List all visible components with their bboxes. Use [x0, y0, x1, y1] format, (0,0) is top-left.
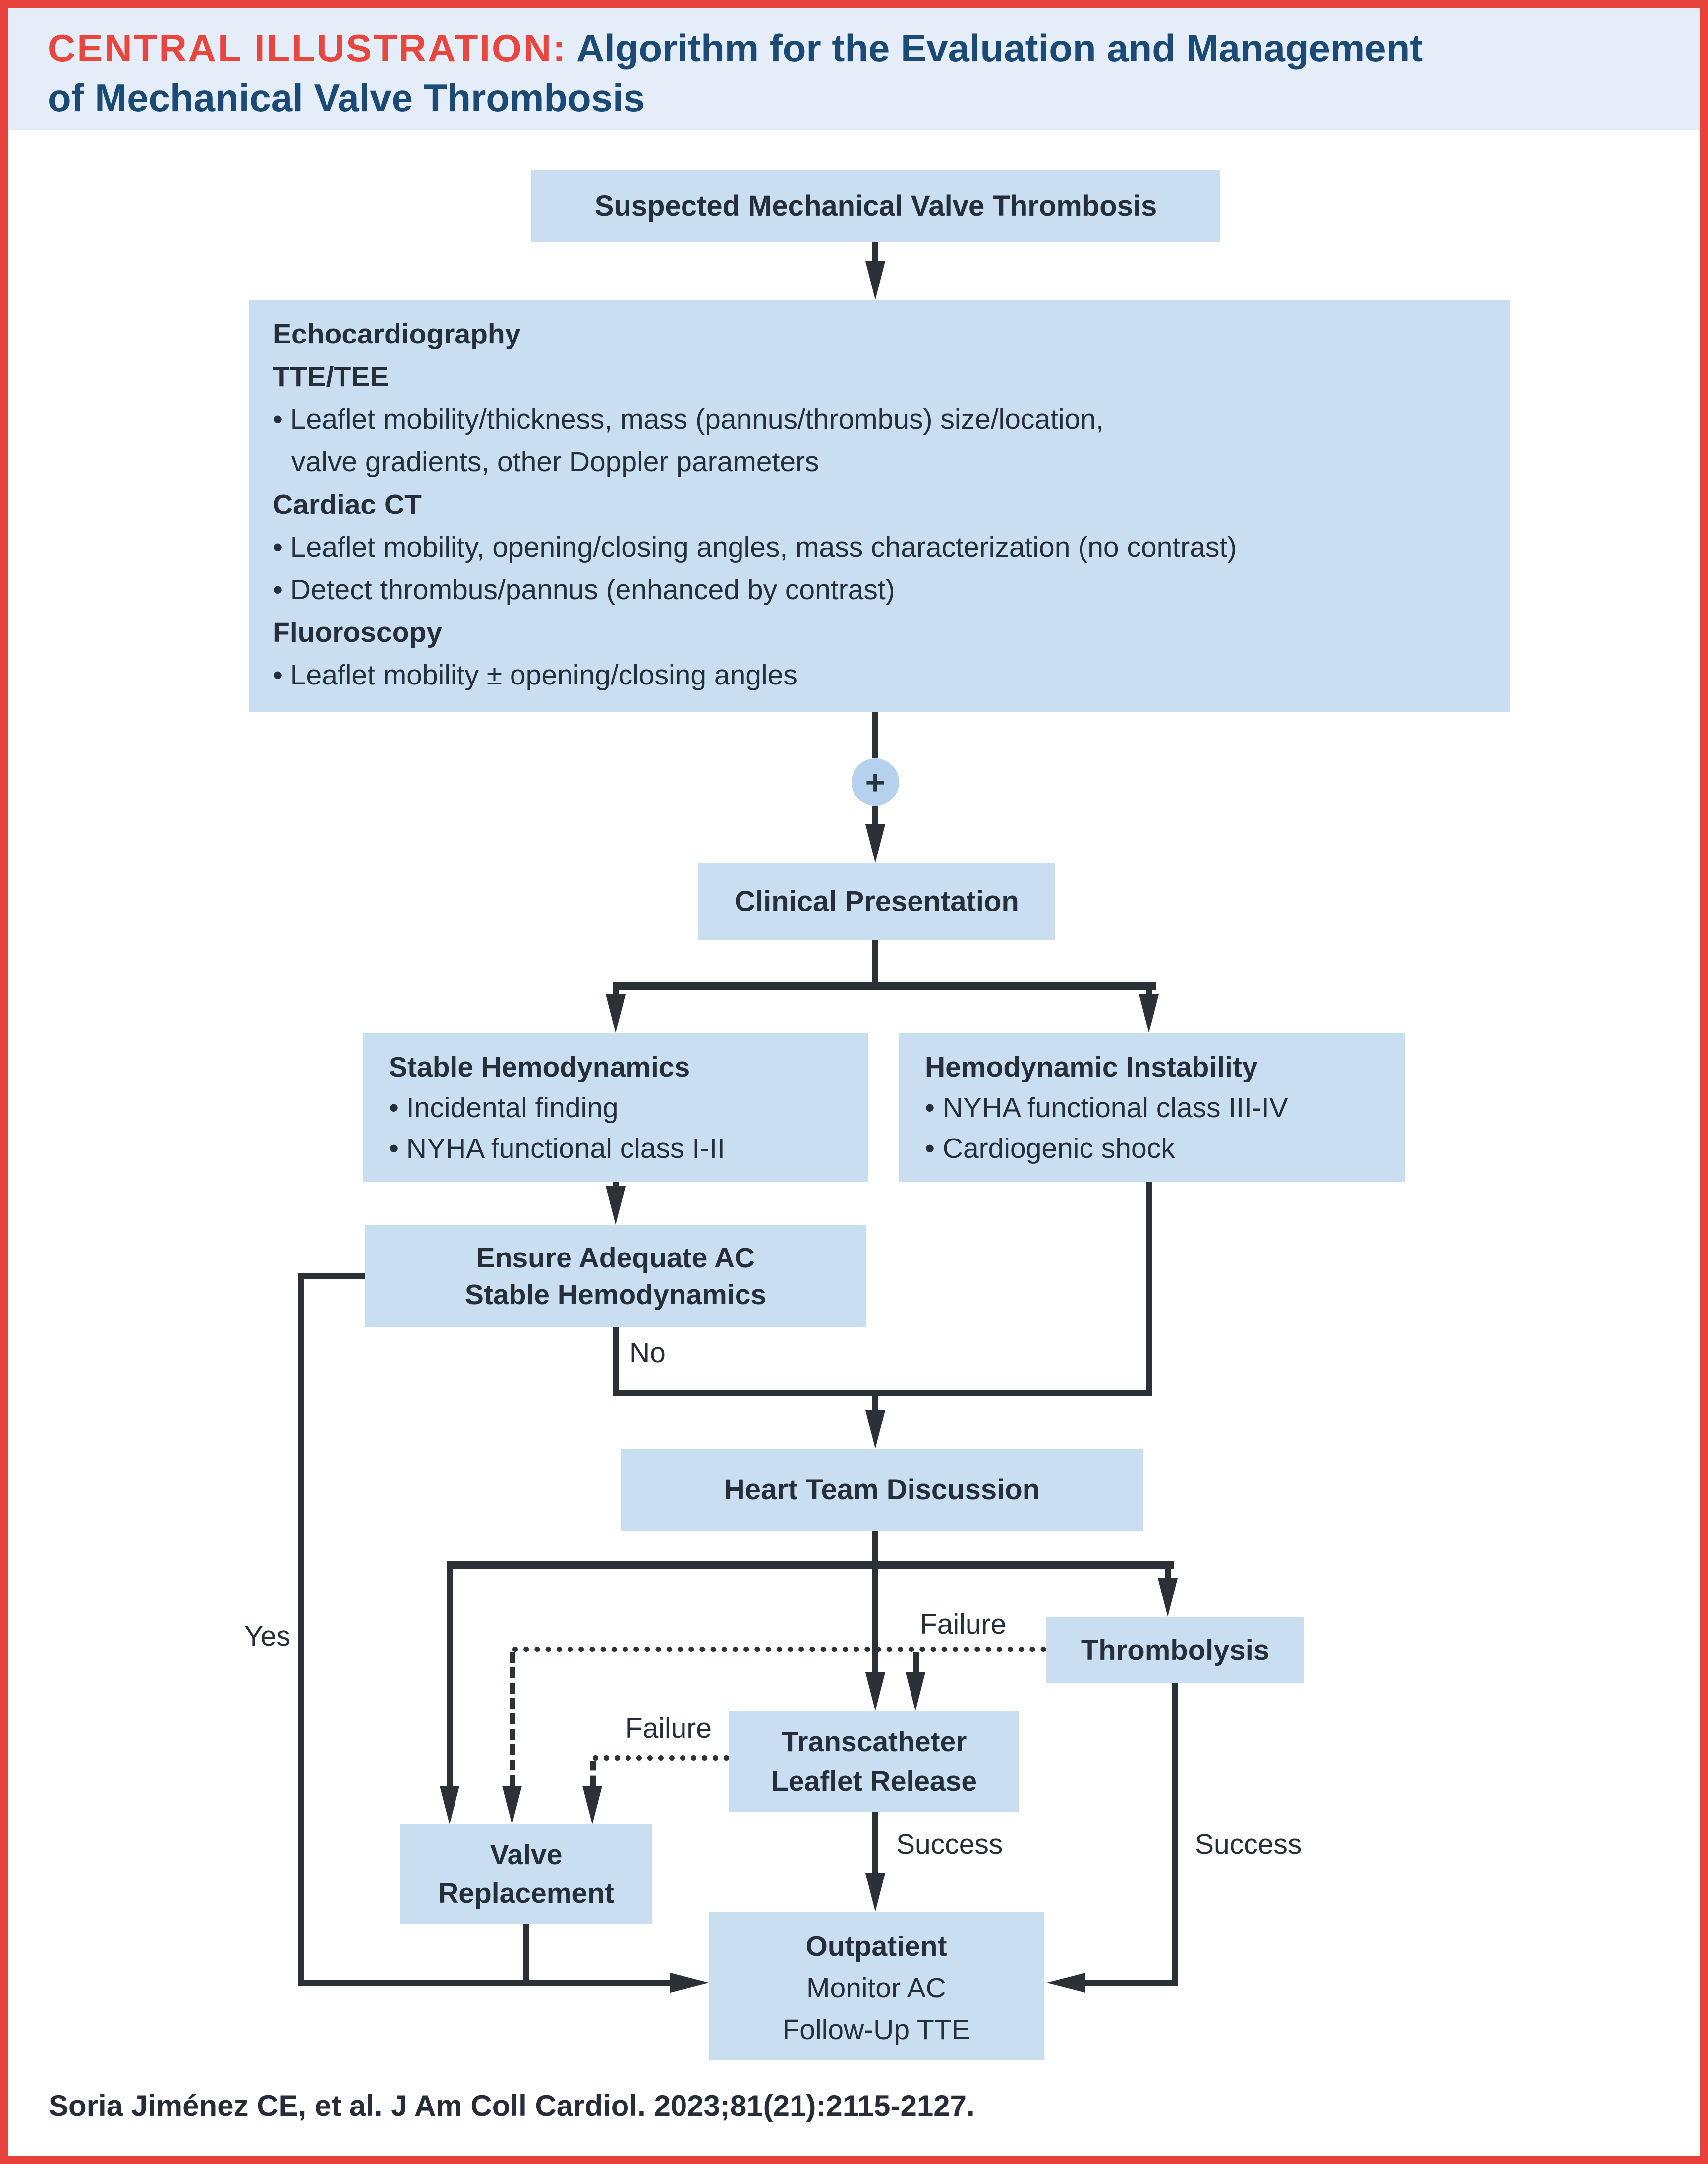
- edge-evaluation-to-plus: [872, 712, 878, 758]
- arrowhead-right-icon: [670, 1973, 709, 1993]
- instability-bullet1: • NYHA functional class III-IV: [925, 1092, 1288, 1124]
- evaluation-bullet-ct-mobility: • Leaflet mobility, opening/closing angl…: [273, 531, 1237, 563]
- citation: Soria Jiménez CE, et al. J Am Coll Cardi…: [49, 2089, 975, 2122]
- arrowhead-down-icon: [606, 1186, 626, 1225]
- edge-split-to-transcatheter: [872, 1569, 878, 1672]
- arrowhead-down-icon: [606, 994, 626, 1033]
- node-clinical-presentation: Clinical Presentation: [698, 863, 1055, 940]
- outpatient-line3: Follow-Up TTE: [782, 2014, 970, 2046]
- edge-ensure-yes-out: [301, 1273, 365, 1279]
- edge-clinical-stem: [872, 940, 878, 989]
- edge-clinical-split: [613, 982, 1156, 990]
- edge-split-to-thrombolysis: [1165, 1569, 1171, 1578]
- edge-label-failure-transcatheter: Failure: [625, 1712, 712, 1744]
- evaluation-bullet-fluoro-mobility: • Leaflet mobility ± opening/closing ang…: [273, 659, 797, 691]
- evaluation-heading-tte-tee: TTE/TEE: [273, 361, 389, 393]
- outpatient-line1: Outpatient: [805, 1931, 947, 1962]
- node-transcatheter-leaflet-release: Transcatheter Leaflet Release: [729, 1711, 1019, 1812]
- valve-replacement-line1: Valve: [490, 1839, 563, 1871]
- edge-transcatheter-failure-dotted: [593, 1755, 729, 1761]
- arrowhead-down-icon: [865, 261, 885, 300]
- edge-failure-to-valve-dashed-short: [590, 1761, 596, 1786]
- stable-bullet2: • NYHA functional class I-II: [389, 1133, 725, 1164]
- arrowhead-left-icon: [1047, 1973, 1085, 1993]
- evaluation-heading-fluoroscopy: Fluoroscopy: [273, 617, 443, 648]
- edge-instability-down: [1146, 1182, 1152, 1393]
- node-suspected-valve-thrombosis: Suspected Mechanical Valve Thrombosis: [531, 170, 1220, 242]
- evaluation-heading-cardiac-ct: Cardiac CT: [273, 489, 422, 520]
- node-valve-replacement: Valve Replacement: [400, 1824, 652, 1924]
- node-heart-team-discussion: Heart Team Discussion: [621, 1449, 1143, 1531]
- stable-title: Stable Hemodynamics: [389, 1051, 690, 1083]
- ensure-line2: Stable Hemodynamics: [464, 1278, 767, 1310]
- ensure-line1: Ensure Adequate AC: [476, 1242, 755, 1274]
- evaluation-heading-echocardiography: Echocardiography: [273, 318, 521, 350]
- instability-bullet2: • Cardiogenic shock: [925, 1133, 1175, 1164]
- edge-suspected-to-evaluation: [872, 242, 878, 264]
- evaluation-bullet-ct-thrombus: • Detect thrombus/pannus (enhanced by co…: [273, 574, 895, 606]
- instability-title: Hemodynamic Instability: [925, 1051, 1258, 1083]
- stable-bullet1: • Incidental finding: [389, 1092, 619, 1124]
- edge-junction-to-heart-team: [872, 1396, 878, 1411]
- edge-thrombolysis-success-across: [1083, 1980, 1178, 1986]
- arrowhead-down-icon: [865, 1672, 885, 1711]
- node-outpatient: Outpatient Monitor AC Follow-Up TTE: [709, 1912, 1044, 2060]
- arrowhead-down-icon: [1158, 1578, 1178, 1617]
- edge-label-success-thrombolysis: Success: [1195, 1828, 1302, 1860]
- arrowhead-down-icon: [440, 1786, 459, 1824]
- outpatient-line2: Monitor AC: [806, 1972, 946, 2004]
- node-thrombolysis: Thrombolysis: [1046, 1617, 1304, 1683]
- edge-bottom-to-outpatient: [298, 1980, 670, 1986]
- edge-label-no: No: [629, 1337, 666, 1368]
- edge-ensure-no: [613, 1327, 619, 1393]
- plus-glyph: +: [865, 763, 886, 801]
- figure-header: CENTRAL ILLUSTRATION: Algorithm for the …: [8, 8, 1700, 130]
- edge-failure-to-valve-dashed-long: [510, 1652, 515, 1786]
- evaluation-bullet-continuation: valve gradients, other Doppler parameter…: [291, 446, 819, 478]
- plus-icon: +: [852, 758, 899, 806]
- edge-label-success-transcatheter: Success: [896, 1828, 1003, 1860]
- transcatheter-line2: Leaflet Release: [771, 1765, 977, 1797]
- edge-plus-to-clinical: [872, 806, 878, 826]
- arrowhead-down-icon: [502, 1786, 522, 1824]
- edge-yes-down: [298, 1273, 304, 1986]
- header-label: CENTRAL ILLUSTRATION:: [48, 26, 568, 70]
- node-ensure-adequate-ac: Ensure Adequate AC Stable Hemodynamics: [365, 1225, 866, 1327]
- arrowhead-down-icon: [1139, 994, 1159, 1033]
- node-stable-hemodynamics: Stable Hemodynamics • Incidental finding…: [363, 1033, 868, 1182]
- edge-thrombolysis-failure-dotted: [512, 1647, 1046, 1652]
- edge-merge-junction: [613, 1390, 1152, 1396]
- header-title-line2: of Mechanical Valve Thrombosis: [48, 76, 645, 119]
- edge-thrombolysis-success-down: [1172, 1683, 1178, 1986]
- edge-label-failure-thrombolysis: Failure: [920, 1608, 1007, 1640]
- edge-split-to-valve-replacement: [447, 1569, 453, 1786]
- edge-transcatheter-success: [872, 1812, 878, 1873]
- arrowhead-down-icon: [865, 1410, 885, 1449]
- evaluation-bullet-leaflet-mobility: • Leaflet mobility/thickness, mass (pann…: [273, 403, 1104, 435]
- arrowhead-down-icon: [865, 1873, 885, 1912]
- header-line1: CENTRAL ILLUSTRATION: Algorithm for the …: [48, 29, 1700, 67]
- node-imaging-evaluation: Echocardiography TTE/TEE • Leaflet mobil…: [249, 300, 1510, 712]
- arrowhead-down-icon: [582, 1786, 602, 1824]
- arrowhead-down-icon: [865, 824, 885, 863]
- edge-failure-to-transcatheter-dashed: [913, 1652, 919, 1672]
- edge-heart-team-stem: [872, 1531, 878, 1565]
- edge-label-yes: Yes: [244, 1620, 290, 1652]
- valve-replacement-line2: Replacement: [438, 1878, 614, 1909]
- transcatheter-line1: Transcatheter: [781, 1726, 967, 1758]
- edge-valve-to-bottom: [523, 1924, 529, 1986]
- arrowhead-down-icon: [906, 1672, 925, 1711]
- header-title-line1: Algorithm for the Evaluation and Managem…: [576, 26, 1423, 70]
- edge-heart-team-split: [447, 1561, 1174, 1569]
- node-hemodynamic-instability: Hemodynamic Instability • NYHA functiona…: [899, 1033, 1405, 1182]
